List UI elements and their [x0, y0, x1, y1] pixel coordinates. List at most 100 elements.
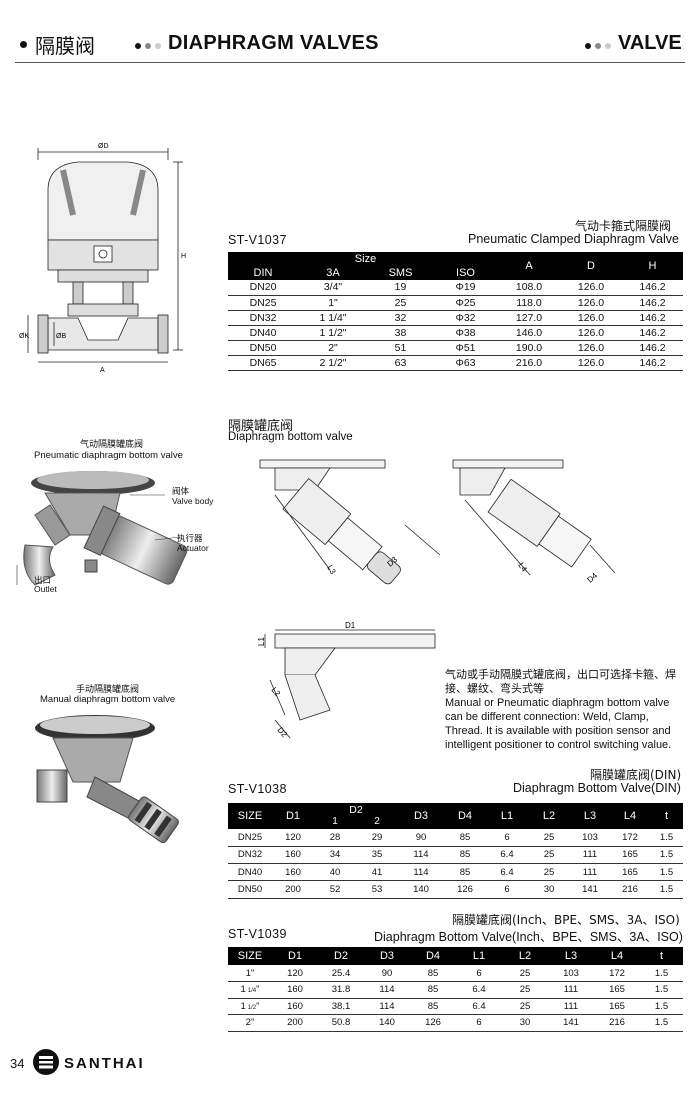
table-cell: 140 [398, 880, 444, 899]
table-cell: 1 1/2" [298, 325, 368, 341]
bottom-valve-dim-drawing-1: L3 D3 [259, 459, 441, 585]
size-inch-mark: " [256, 984, 260, 996]
table-cell: 146.0 [498, 325, 560, 341]
table-cell: 30 [502, 1014, 548, 1032]
table-cell: 103 [570, 829, 610, 847]
table-header: L4 [594, 947, 640, 965]
callout-valve-body-cn: 阀体 [172, 487, 190, 497]
table-cell: 1.5 [640, 1014, 683, 1032]
table-cell: 53 [356, 880, 398, 899]
table-header: D2 [318, 947, 364, 965]
header-cn-title: 隔膜阀 [35, 34, 95, 58]
table-cell: 111 [548, 998, 594, 1015]
table-header: ISO [433, 266, 498, 280]
table-cell: 2 1/2" [298, 355, 368, 371]
dim-label-l3: L3 [325, 564, 338, 577]
header-title: DIAPHRAGM VALVES [168, 32, 379, 54]
callout-outlet-cn: 出口 [34, 576, 52, 586]
table-cell: 25 [528, 846, 570, 865]
table-header: SIZE [228, 947, 272, 965]
callout-outlet-en: Outlet [34, 584, 57, 594]
table-cell: 126.0 [560, 280, 622, 296]
table-cell: 146.2 [622, 340, 683, 356]
table-cell: Φ38 [433, 325, 498, 341]
header-category: VALVE [618, 32, 682, 54]
table-cell: 111 [548, 981, 594, 999]
section1-en-name: Pneumatic Clamped Diaphragm Valve [468, 232, 679, 246]
table-header: L3 [570, 803, 610, 829]
table-cell: 1.5 [650, 846, 683, 865]
callout-actuator-en: Actuator [177, 543, 209, 553]
table-header: H [622, 252, 683, 280]
table-cell: 1.5 [650, 829, 683, 847]
table-cell: 140 [364, 1014, 410, 1032]
table-cell: 1.5 [640, 998, 683, 1015]
table-cell: 216 [610, 880, 650, 899]
table-cell: 3/4" [298, 280, 368, 296]
table-cell: 126.0 [560, 355, 622, 371]
table-cell: 127.0 [498, 310, 560, 326]
table-cell: 6.4 [456, 998, 502, 1015]
bullet-icon [20, 41, 27, 48]
bottom-valve-dim-drawing-2: L4 D4 [452, 459, 616, 585]
table-cell: 30 [528, 880, 570, 899]
table-cell: 126 [410, 1014, 456, 1032]
table-cell: 25 [502, 981, 548, 999]
table-header: A [498, 252, 560, 280]
table-header: D [560, 252, 622, 280]
brand-name: SANTHAI [64, 1055, 145, 1072]
table-header: SMS [368, 266, 433, 280]
table-header: D4 [444, 803, 486, 829]
size-inch-mark: " [256, 1000, 260, 1012]
table-cell: 165 [594, 981, 640, 999]
table-cell: 32 [368, 310, 433, 326]
dim-label-d4: D4 [586, 571, 600, 585]
section4-cn-name: 隔膜罐底阀(Inch、BPE、SMS、3A、ISO) [452, 913, 680, 927]
table-header: D1 [272, 803, 314, 829]
size-fraction: 1/2 [247, 1004, 257, 1011]
table-cell: 25 [502, 998, 548, 1015]
table-cell: 126.0 [560, 325, 622, 341]
table-cell: 25.4 [318, 965, 364, 982]
section4-code: ST-V1039 [228, 927, 287, 941]
table-cell: 85 [410, 981, 456, 999]
callout-actuator-cn: 执行器 [177, 534, 203, 544]
table-cell: 114 [398, 863, 444, 882]
table-header: DIN [228, 266, 298, 280]
table-cell: 146.2 [622, 355, 683, 371]
table-header-d2: D2 1 2 [314, 803, 398, 829]
description-en-line: can be different connection: Weld, Clamp… [445, 711, 649, 723]
table-cell: 85 [410, 998, 456, 1015]
table-cell: 160 [272, 981, 318, 999]
table-cell: 35 [356, 846, 398, 865]
table-header: D4 [410, 947, 456, 965]
table-cell: 52 [314, 880, 356, 899]
table-cell: Φ19 [433, 280, 498, 296]
table-cell: 165 [610, 846, 650, 865]
section3-code: ST-V1038 [228, 782, 287, 796]
table-cell: DN20 [228, 280, 298, 296]
table-cell: Φ51 [433, 340, 498, 356]
table-cell: 146.2 [622, 295, 683, 311]
table-cell: 114 [364, 998, 410, 1015]
table-cell: 6.4 [456, 981, 502, 999]
table-cell: 2" [298, 340, 368, 356]
d2-label: D2 [349, 804, 363, 816]
table-cell: 28 [314, 829, 356, 847]
table-cell: 172 [594, 965, 640, 982]
section4-en-name: Diaphragm Bottom Valve(Inch、BPE、SMS、3A、I… [374, 930, 683, 944]
santhai-logo-icon [33, 1049, 59, 1075]
table-cell: 38 [368, 325, 433, 341]
table-cell: 118.0 [498, 295, 560, 311]
table-header: L4 [610, 803, 650, 829]
table-cell: DN25 [228, 295, 298, 311]
section3-en-name: Diaphragm Bottom Valve(DIN) [513, 781, 681, 795]
